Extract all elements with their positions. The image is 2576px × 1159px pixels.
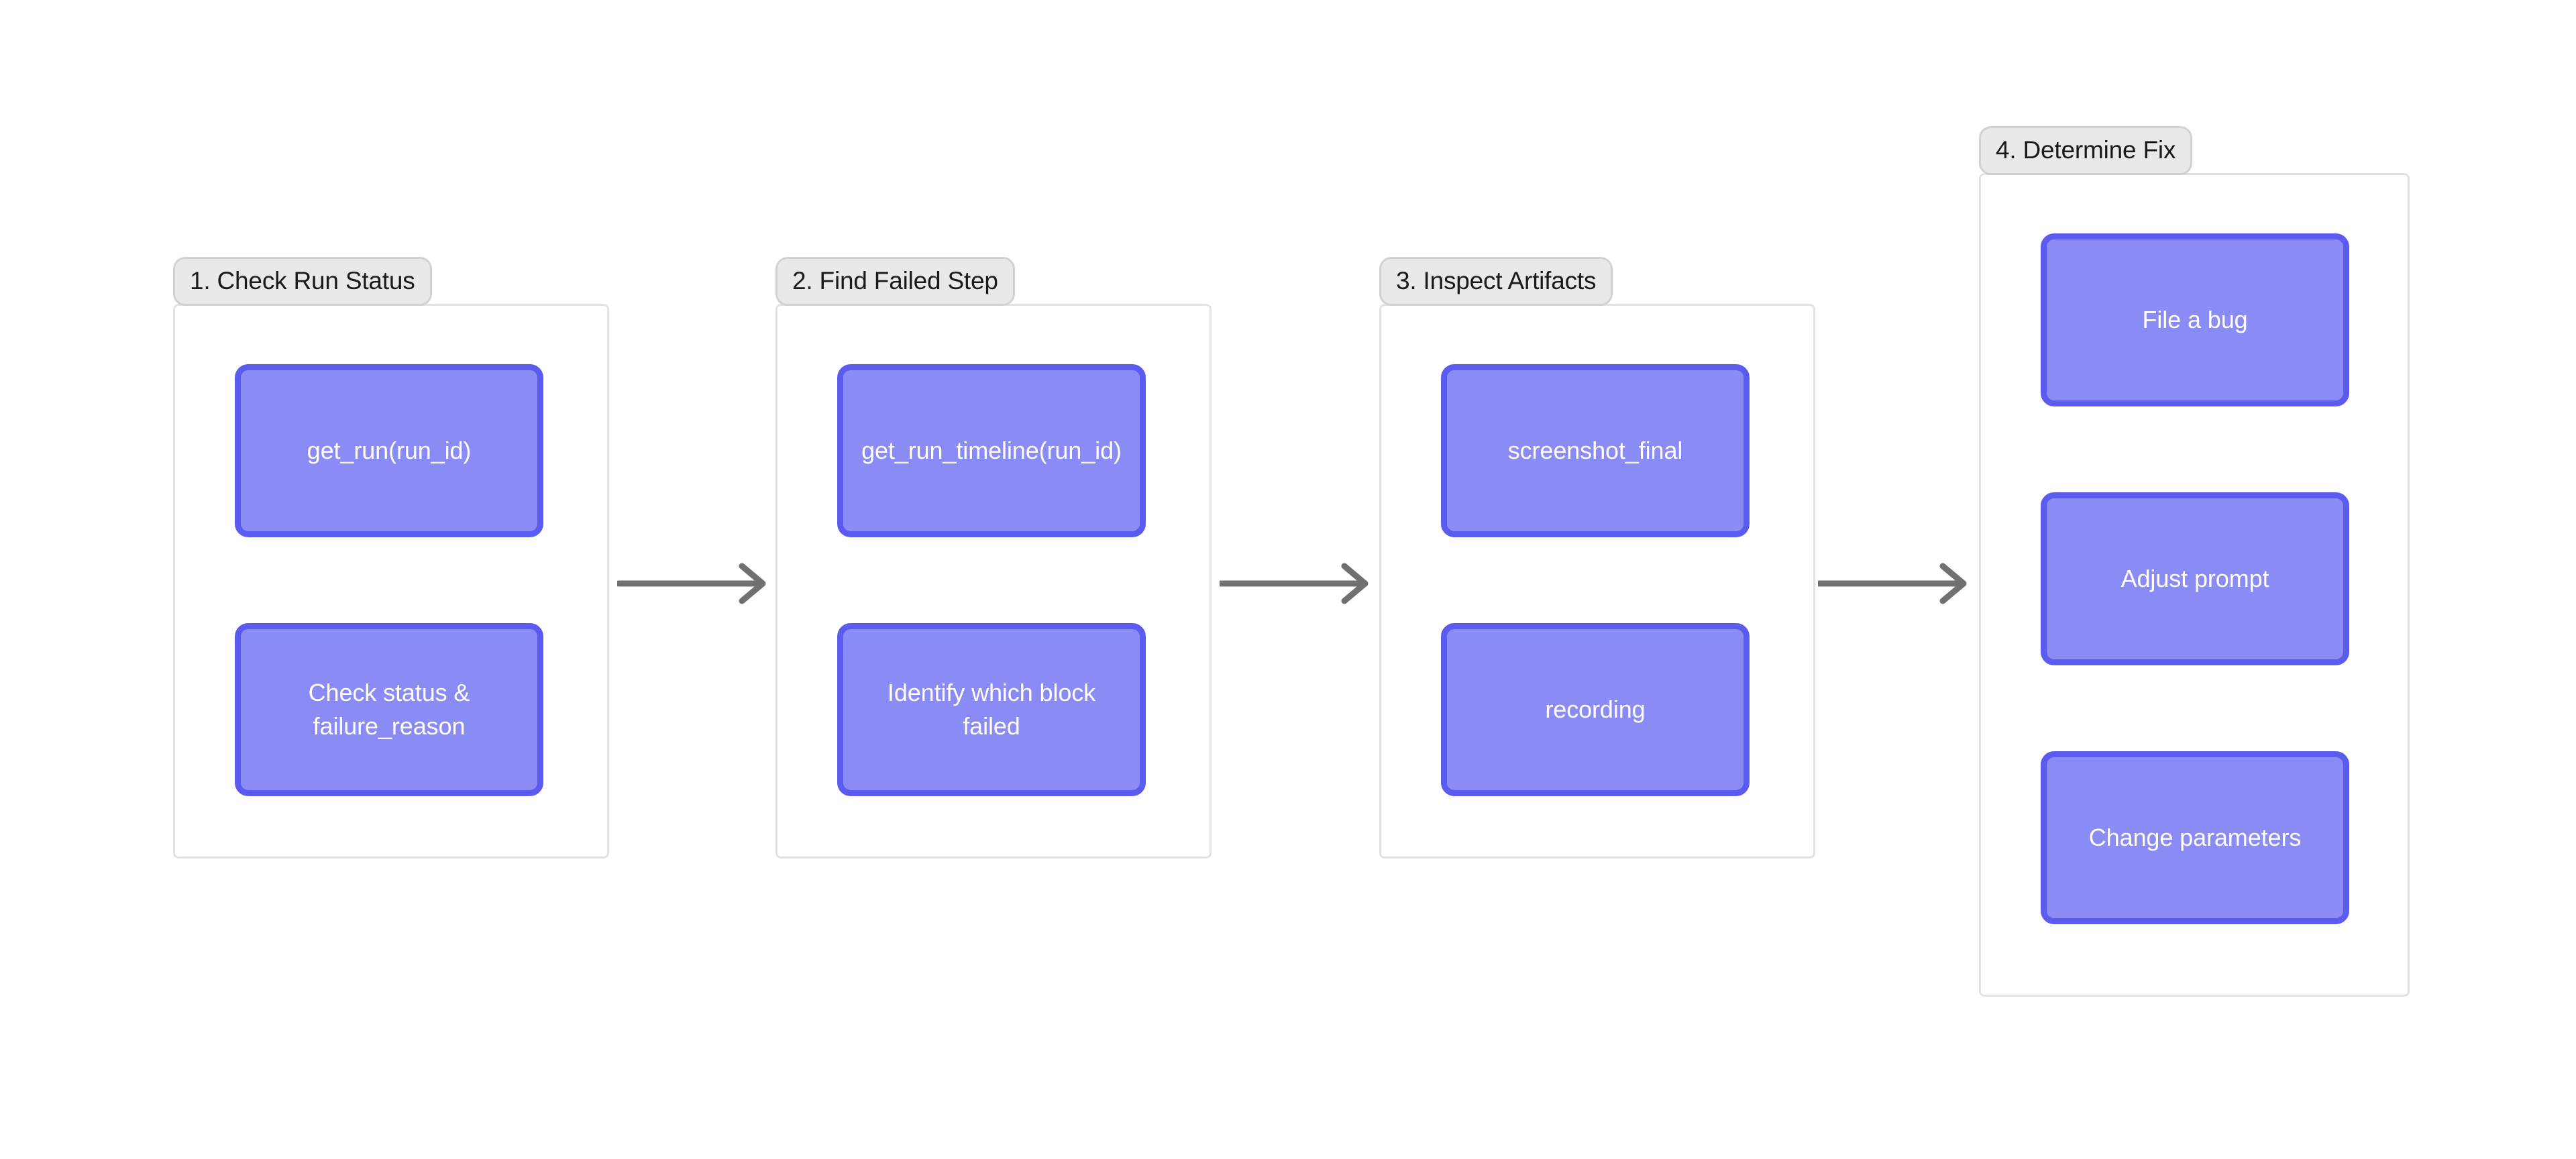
node-screenshot-final[interactable]: screenshot_final (1441, 364, 1750, 537)
connector-arrow-3-to-4 (1818, 562, 1968, 605)
node-recording[interactable]: recording (1441, 623, 1750, 796)
node-get-run[interactable]: get_run(run_id) (235, 364, 543, 537)
node-change-parameters[interactable]: Change parameters (2041, 751, 2349, 924)
group-label-find-failed-step: 2. Find Failed Step (775, 257, 1015, 306)
node-identify-which-block-failed[interactable]: Identify which block failed (837, 623, 1146, 796)
group-label-inspect-artifacts: 3. Inspect Artifacts (1379, 257, 1613, 306)
node-get-run-timeline[interactable]: get_run_timeline(run_id) (837, 364, 1146, 537)
connector-arrow-1-to-2 (617, 562, 767, 605)
node-check-status-failure-reason[interactable]: Check status & failure_reason (235, 623, 543, 796)
node-file-a-bug[interactable]: File a bug (2041, 233, 2349, 406)
node-adjust-prompt[interactable]: Adjust prompt (2041, 492, 2349, 665)
group-label-check-run-status: 1. Check Run Status (173, 257, 432, 306)
group-label-determine-fix: 4. Determine Fix (1979, 126, 2193, 175)
connector-arrow-2-to-3 (1220, 562, 1370, 605)
